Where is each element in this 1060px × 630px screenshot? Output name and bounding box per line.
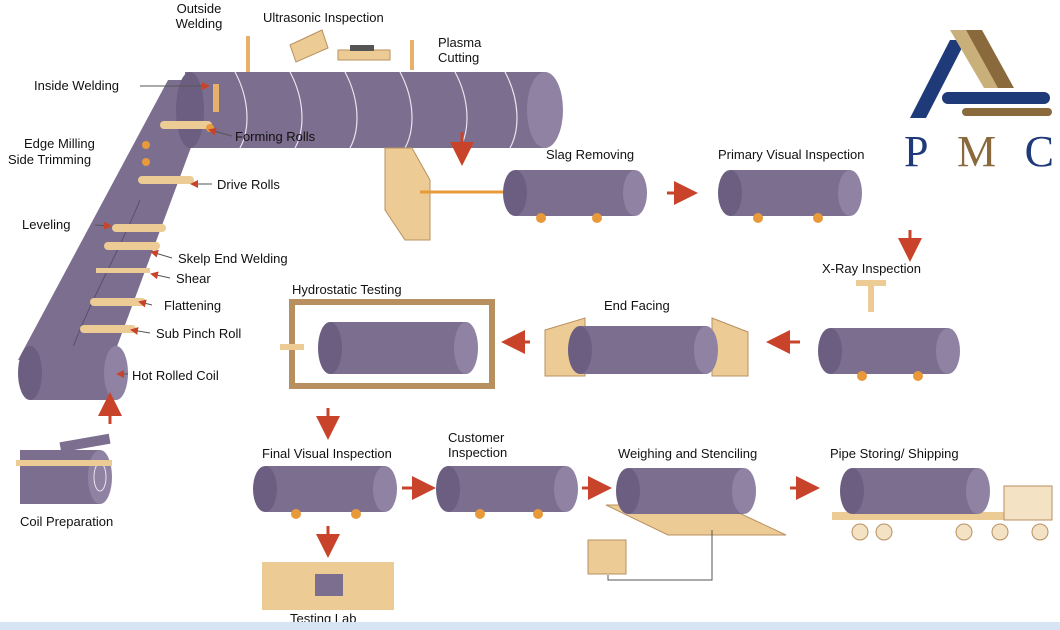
label-end-facing: End Facing [604, 298, 670, 313]
logo-letters: P M C [904, 128, 1054, 176]
label-edge-milling: Edge Milling [24, 136, 95, 151]
label-forming-rolls: Forming Rolls [235, 129, 316, 144]
label-skelp-end-welding: Skelp End Welding [178, 251, 288, 266]
label-hot-rolled-coil: Hot Rolled Coil [132, 368, 219, 383]
label-outside-welding: Outside Welding [175, 1, 223, 31]
xray-pipe [818, 280, 960, 381]
label-inside-welding: Inside Welding [34, 78, 120, 93]
label-ultrasonic-inspection: Ultrasonic Inspection [263, 10, 384, 25]
label-plasma-cutting: Plasma Cutting [438, 35, 482, 65]
slag-removing-station [384, 147, 647, 241]
label-customer-inspection: Customer Inspection [448, 430, 508, 460]
label-primary-visual-inspection: Primary Visual Inspection [718, 147, 865, 162]
label-coil-preparation: Coil Preparation [20, 514, 114, 529]
shipping-truck [832, 468, 1053, 541]
forming-line-strip [18, 80, 216, 360]
label-pipe-storing-shipping: Pipe Storing/ Shipping [830, 446, 959, 461]
final-visual-pipe [253, 466, 397, 519]
flow-arrows [98, 132, 922, 558]
stacked-pipes-logo [910, 30, 1052, 118]
logo-letter-m: M [957, 127, 997, 176]
welding-heads [213, 29, 414, 112]
logo-letter-c: C [1024, 127, 1054, 176]
label-drive-rolls: Drive Rolls [217, 177, 280, 192]
primary-visual-pipe [718, 170, 862, 223]
logo-letter-p: P [904, 127, 929, 176]
label-shear: Shear [176, 271, 211, 286]
hot-rolled-coil [18, 346, 128, 400]
hydrostatic-testing-station [280, 299, 495, 389]
label-sub-pinch-roll: Sub Pinch Roll [156, 326, 242, 341]
bottom-strip [0, 622, 1060, 630]
label-weighing-and-stenciling: Weighing and Stenciling [618, 446, 758, 461]
label-flattening: Flattening [164, 298, 222, 313]
customer-inspection-pipe [436, 466, 578, 519]
forming-rolls [80, 121, 214, 333]
label-xray-inspection: X-Ray Inspection [822, 261, 921, 276]
testing-lab-box [262, 562, 394, 610]
label-slag-removing: Slag Removing [546, 147, 635, 162]
label-leveling: Leveling [22, 217, 71, 232]
weighing-station [587, 468, 787, 581]
label-final-visual-inspection: Final Visual Inspection [262, 446, 392, 461]
label-side-trimming: Side Trimming [8, 152, 92, 167]
end-facing-station [544, 317, 749, 377]
label-pointers [94, 82, 233, 378]
label-hydrostatic-testing: Hydrostatic Testing [292, 282, 402, 297]
coil-preparation-coil [16, 433, 112, 504]
